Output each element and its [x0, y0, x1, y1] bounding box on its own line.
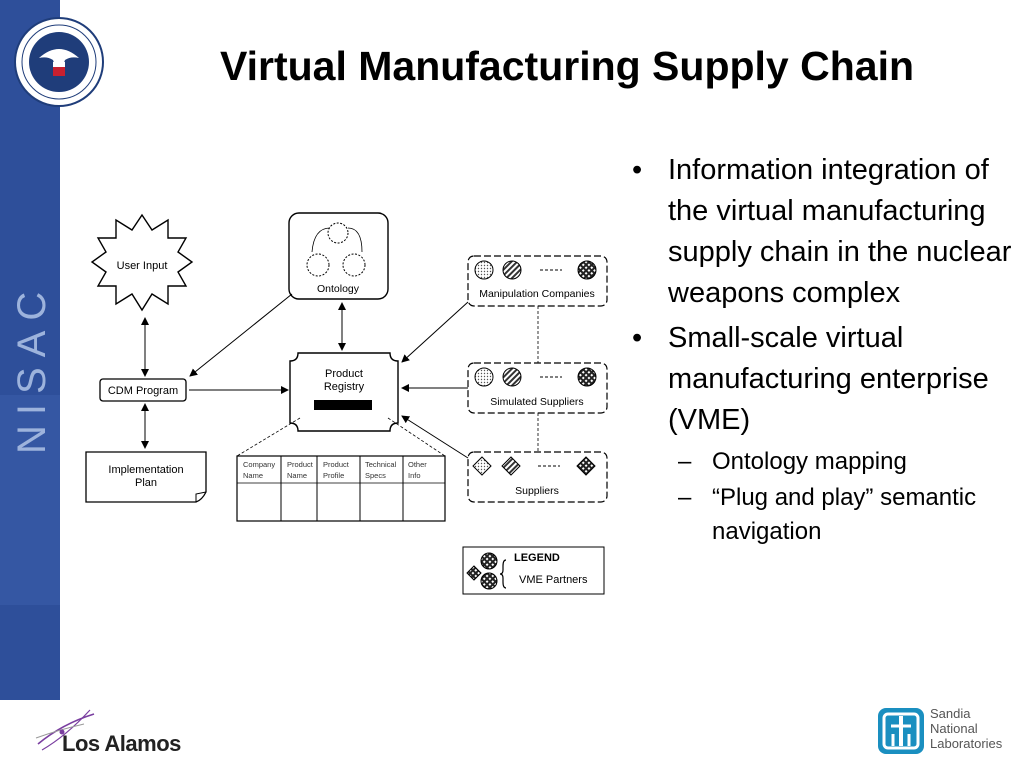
suppliers-label: Suppliers — [515, 485, 559, 497]
table-header-product-profile-1: Product — [323, 460, 350, 469]
cdm-program-label: CDM Program — [108, 385, 178, 397]
table-header-product-name-2: Name — [287, 471, 307, 480]
table-header-company-1: Company — [243, 460, 275, 469]
cdm-program-node: CDM Program — [99, 378, 187, 402]
manipulation-companies-node: Manipulation Companies — [467, 255, 608, 307]
bullet-list: • Information integration of the virtual… — [620, 150, 1016, 551]
ontology-node: Ontology — [288, 212, 389, 300]
sub-bullet-item: – “Plug and play” semantic navigation — [620, 481, 1016, 549]
sandia-wordmark: Sandia National Laboratories — [930, 706, 1002, 751]
product-registry-label-1: Product — [325, 368, 363, 380]
user-input-node: User Input — [90, 213, 194, 312]
implementation-plan-label-1: Implementation — [108, 464, 183, 476]
suppliers-node: Suppliers — [467, 451, 608, 503]
table-header-company-2: Name — [243, 471, 263, 480]
legend: LEGEND VME Partners — [462, 546, 605, 595]
bullet-item: • Small-scale virtual manufacturing ente… — [620, 318, 1016, 441]
sandia-line-1: Sandia — [930, 706, 971, 721]
sub-bullet-text: Ontology mapping — [712, 448, 907, 475]
sandia-logo-icon — [878, 708, 924, 754]
bullet-dot: • — [632, 322, 643, 354]
manipulation-companies-label: Manipulation Companies — [479, 288, 595, 300]
user-input-label: User Input — [117, 260, 168, 272]
legend-title: LEGEND — [514, 552, 560, 564]
sub-bullet-text: “Plug and play” semantic navigation — [712, 484, 977, 545]
los-alamos-logo-icon — [35, 709, 95, 751]
sandia-line-2: National — [930, 721, 978, 736]
legend-label: VME Partners — [519, 574, 588, 586]
implementation-plan-label-2: Plan — [135, 477, 157, 489]
sandia-line-3: Laboratories — [930, 736, 1003, 751]
los-alamos-wordmark: Los Alamos — [62, 731, 181, 756]
bullet-text: Small-scale virtual manufacturing enterp… — [668, 322, 989, 436]
supply-chain-diagram: User Input Ontology Manipulation Compani… — [85, 212, 608, 595]
table-header-product-profile-2: Profile — [323, 471, 344, 480]
table-header-product-name-1: Product — [287, 460, 314, 469]
table-header-technical-2: Specs — [365, 471, 386, 480]
diagram-arrows — [141, 293, 469, 459]
sub-bullet-dash: – — [678, 484, 692, 511]
sidebar-band — [0, 395, 60, 605]
dhs-seal-icon — [14, 17, 104, 107]
ontology-label: Ontology — [317, 283, 360, 295]
nisac-text: NISAC — [10, 282, 54, 454]
sidebar: NISAC — [0, 0, 60, 700]
implementation-plan-node: Implementation Plan — [85, 451, 207, 503]
bullet-text: Information integration of the virtual m… — [668, 154, 1012, 309]
sub-bullet-item: – Ontology mapping — [620, 445, 1016, 479]
table-header-technical-1: Technical — [365, 460, 397, 469]
nisac-wordmark: NISAC — [10, 282, 54, 454]
product-registry-node: Product Registry — [289, 352, 399, 432]
product-registry-label-2: Registry — [324, 381, 365, 393]
sub-bullet-dash: – — [678, 448, 692, 475]
registry-table: Company Name Product Name Product Profil… — [236, 455, 446, 522]
table-header-other-1: Other — [408, 460, 427, 469]
slide-title: Virtual Manufacturing Supply Chain — [220, 43, 915, 89]
bullet-item: • Information integration of the virtual… — [620, 150, 1016, 314]
simulated-suppliers-label: Simulated Suppliers — [490, 396, 583, 408]
table-header-other-2: Info — [408, 471, 421, 480]
simulated-suppliers-node: Simulated Suppliers — [467, 362, 608, 414]
bullet-dot: • — [632, 154, 643, 186]
